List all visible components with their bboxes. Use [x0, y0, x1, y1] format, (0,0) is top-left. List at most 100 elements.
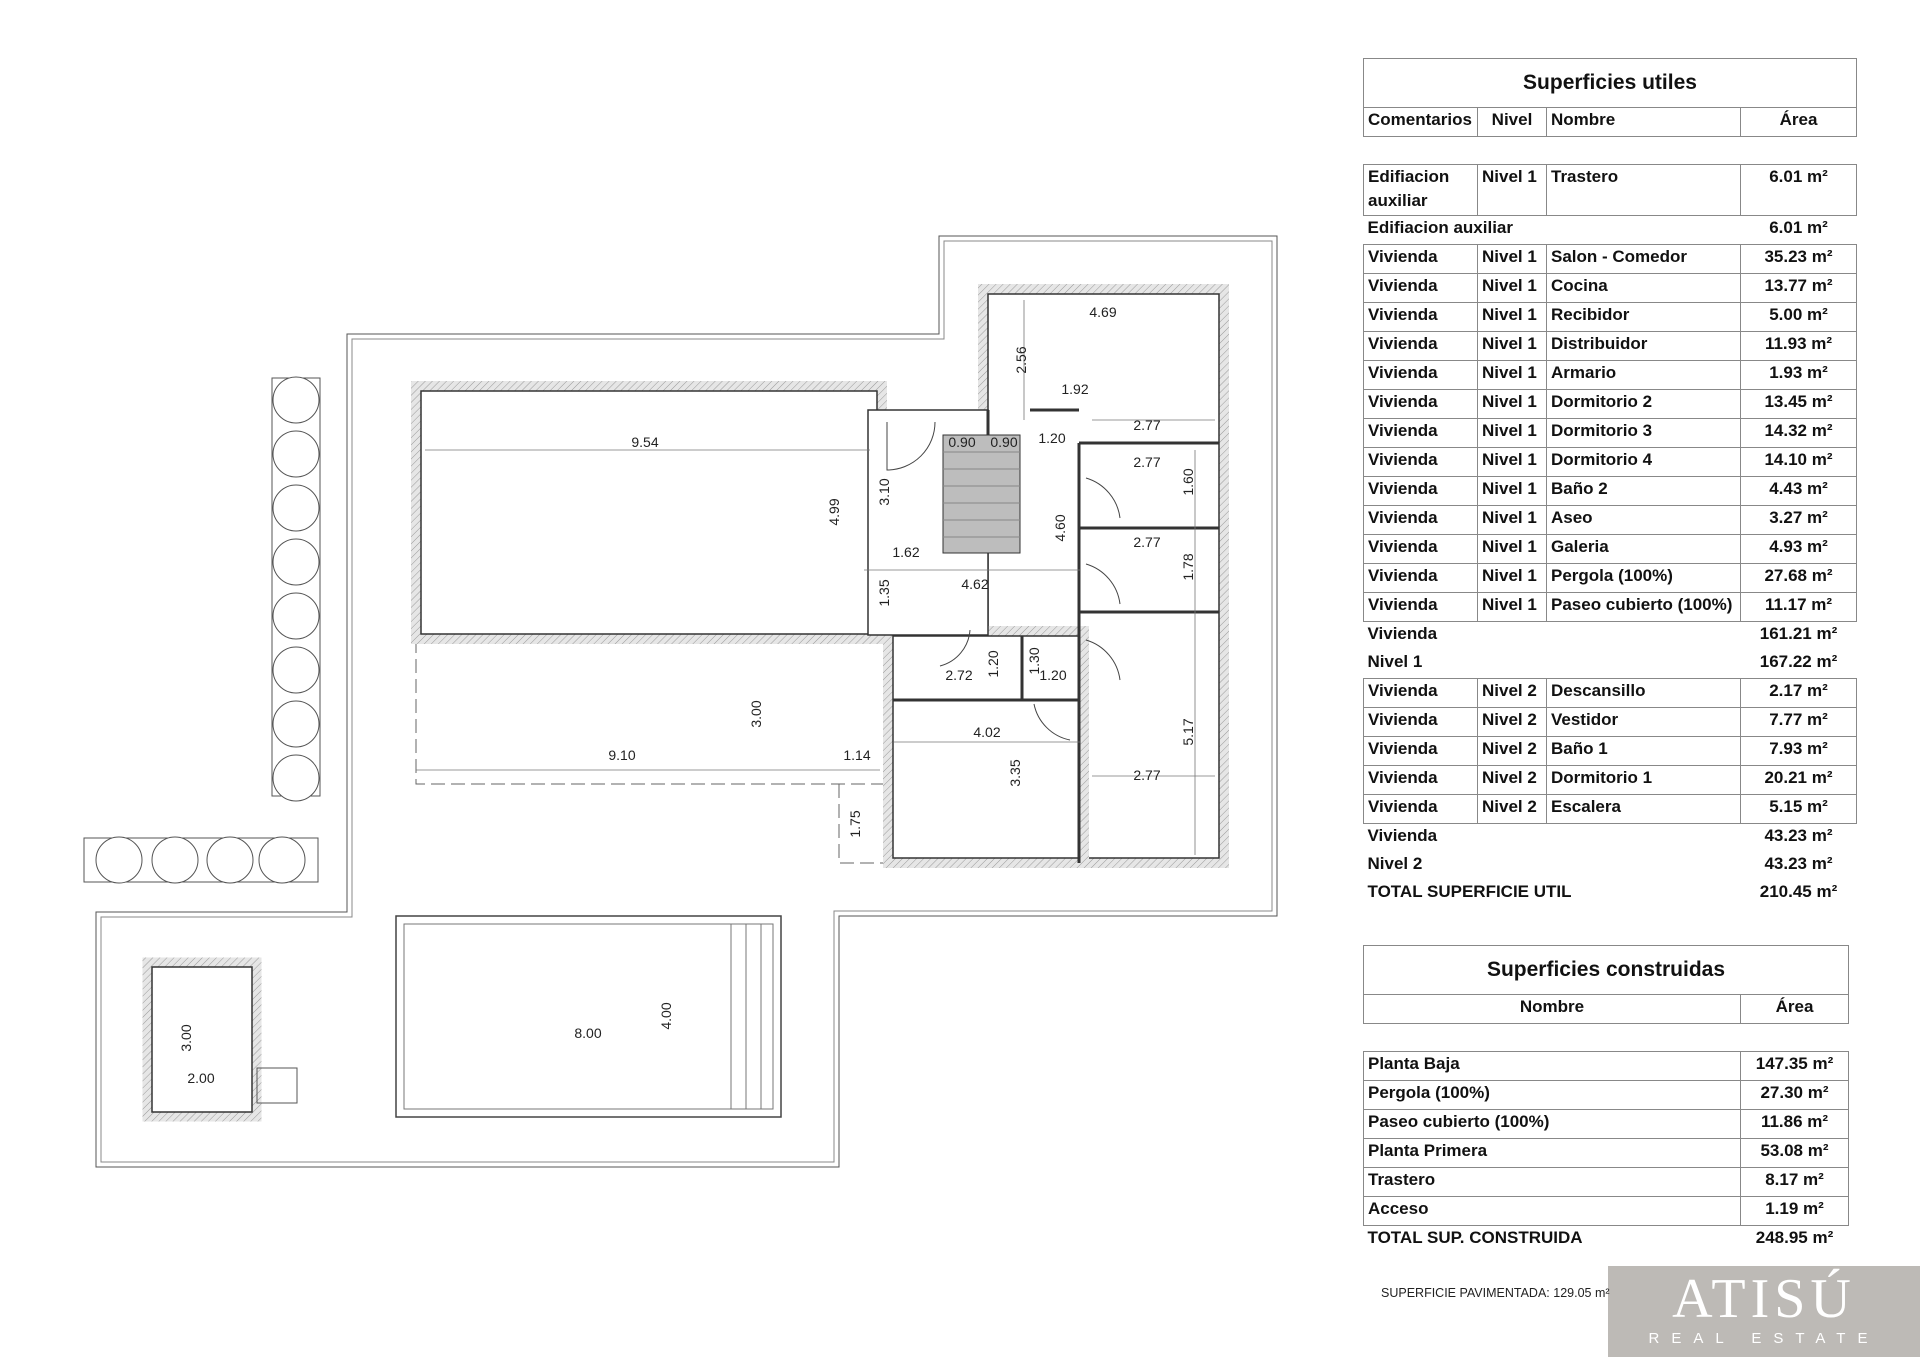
cell-nombre: Acceso: [1363, 1196, 1741, 1226]
tree-icon: [272, 376, 320, 424]
dimension-label: 1.35: [876, 579, 892, 606]
cell-area: 8.17 m²: [1740, 1167, 1849, 1197]
cell-nivel: Nivel 1: [1477, 505, 1547, 535]
cell-comentario: Vivienda: [1363, 563, 1478, 593]
cell-area: 13.77 m²: [1740, 273, 1857, 303]
cell-area: 53.08 m²: [1740, 1138, 1849, 1168]
cell-nombre: Paseo cubierto (100%): [1363, 1109, 1741, 1139]
dimension-label: 5.17: [1180, 718, 1196, 745]
cell-comentario: Vivienda: [1363, 592, 1478, 622]
tree-icon: [272, 700, 320, 748]
cell-nombre: Aseo: [1546, 505, 1741, 535]
cell-area: 3.27 m²: [1740, 505, 1857, 535]
cell-nivel: Nivel 1: [1477, 447, 1547, 477]
dimension-label: 8.00: [574, 1025, 601, 1041]
tree-icon: [272, 484, 320, 532]
subtotal-row: Edifiacion auxiliar 6.01 m²: [1364, 216, 1857, 245]
subtotal-area: 6.01 m²: [1769, 218, 1828, 237]
cell-nivel: Nivel 1: [1477, 164, 1547, 216]
header-area: Área: [1740, 994, 1849, 1024]
subtotal-area: 167.22 m²: [1759, 652, 1838, 671]
cell-comentario: Vivienda: [1363, 707, 1478, 737]
superficies-utiles-table: Superficies utiles Comentarios Nivel Nom…: [1363, 58, 1857, 908]
header-nivel: Nivel: [1477, 107, 1547, 137]
total-label: TOTAL SUP. CONSTRUIDA: [1367, 1228, 1583, 1247]
dimension-label: 2.72: [945, 667, 972, 683]
dimension-label: 4.02: [973, 724, 1000, 740]
cell-area: 5.00 m²: [1740, 302, 1857, 332]
tree-icon: [258, 836, 306, 884]
cell-comentario: Vivienda: [1363, 418, 1478, 448]
subtotal-label: Edifiacion auxiliar: [1367, 218, 1514, 237]
cell-nombre: Trastero: [1546, 164, 1741, 216]
dimension-label: 1.75: [847, 810, 863, 837]
total-area: 248.95 m²: [1755, 1228, 1834, 1247]
cell-area: 147.35 m²: [1740, 1051, 1849, 1081]
cell-comentario: Vivienda: [1363, 736, 1478, 766]
tree-icon: [272, 430, 320, 478]
cell-nivel: Nivel 1: [1477, 302, 1547, 332]
cell-nivel: Nivel 2: [1477, 678, 1547, 708]
paseo-cubierto-outline: [838, 784, 888, 864]
cell-nombre: Recibidor: [1546, 302, 1741, 332]
cell-nivel: Nivel 1: [1477, 389, 1547, 419]
cell-comentario: Vivienda: [1363, 360, 1478, 390]
cell-area: 13.45 m²: [1740, 389, 1857, 419]
cell-nivel: Nivel 1: [1477, 418, 1547, 448]
cell-comentario: Vivienda: [1363, 273, 1478, 303]
cell-nivel: Nivel 1: [1477, 273, 1547, 303]
cell-nombre: Dormitorio 4: [1546, 447, 1741, 477]
staircase: [942, 434, 1021, 554]
cell-nombre: Dormitorio 2: [1546, 389, 1741, 419]
table-title: Superficies utiles: [1363, 58, 1857, 108]
stair-steps: [943, 451, 1020, 538]
cell-nombre: Pergola (100%): [1363, 1080, 1741, 1110]
dimension-label: 4.00: [658, 1002, 674, 1029]
dimension-label: 2.00: [187, 1070, 214, 1086]
cell-nombre: Descansillo: [1546, 678, 1741, 708]
cell-area: 2.17 m²: [1740, 678, 1857, 708]
cell-nivel: Nivel 1: [1477, 563, 1547, 593]
cell-area: 6.01 m²: [1740, 164, 1857, 216]
cell-nivel: Nivel 1: [1477, 360, 1547, 390]
cell-nombre: Pergola (100%): [1546, 563, 1741, 593]
cell-nombre: Paseo cubierto (100%): [1546, 592, 1741, 622]
cell-comentario: Vivienda: [1363, 476, 1478, 506]
cell-nombre: Galeria: [1546, 534, 1741, 564]
dimension-label: 1.62: [892, 544, 919, 560]
cell-area: 7.77 m²: [1740, 707, 1857, 737]
cell-comentario: Vivienda: [1363, 678, 1478, 708]
shed-step: [256, 1067, 298, 1104]
cell-area: 5.15 m²: [1740, 794, 1857, 824]
header-area: Área: [1740, 107, 1857, 137]
superficies-construidas-table: Superficies construidas Nombre Área Plan…: [1363, 945, 1849, 1254]
table-row: Edifiacion auxiliar Nivel 1 Trastero 6.0…: [1363, 164, 1857, 216]
cell-nivel: Nivel 1: [1477, 476, 1547, 506]
tree-icon: [272, 592, 320, 640]
cell-nombre: Baño 1: [1546, 736, 1741, 766]
cell-comentario: Vivienda: [1363, 534, 1478, 564]
dimension-label: 4.60: [1052, 514, 1068, 541]
cell-nombre: Planta Primera: [1363, 1138, 1741, 1168]
cell-nombre: Planta Baja: [1363, 1051, 1741, 1081]
dimension-label: 1.14: [843, 747, 870, 763]
cell-nombre: Trastero: [1363, 1167, 1741, 1197]
dimension-lines: [416, 300, 1215, 855]
cell-nivel: Nivel 1: [1477, 244, 1547, 274]
tree-icon: [95, 836, 143, 884]
trastero-shed: [142, 957, 262, 1122]
